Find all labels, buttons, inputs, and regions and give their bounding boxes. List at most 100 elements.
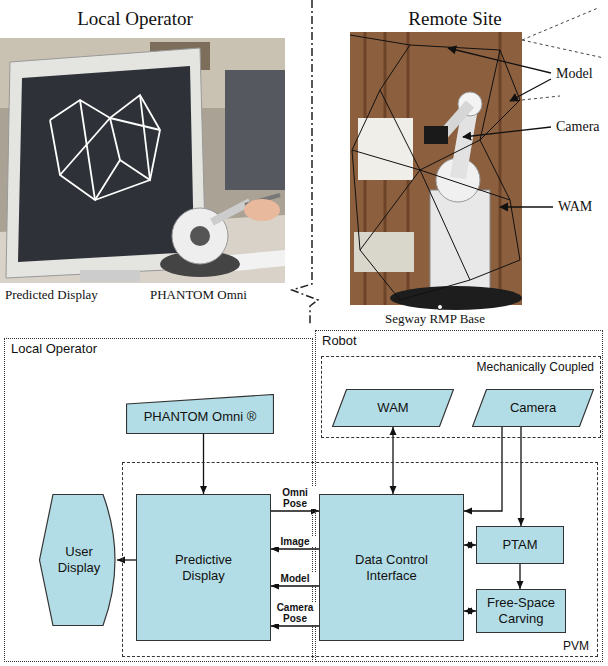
coupled-group: Mechanically CoupledWAM Camera: [321, 356, 601, 438]
model-extension-part: [522, 40, 604, 58]
display-shape: User Display: [39, 494, 117, 626]
leader-lines-part: [500, 206, 553, 207]
connector: [517, 564, 524, 589]
operator-photo-part: [190, 226, 210, 246]
node-label: Data Control Interface: [344, 552, 439, 584]
arrowhead: [464, 508, 472, 515]
illustration-part-part: [480, 50, 500, 140]
robot-photo-part: [358, 118, 413, 180]
operator-photo-part: [0, 38, 285, 283]
operator-photo-part: [212, 202, 250, 222]
illustration-part-part: [110, 118, 160, 130]
robot-photo-part: [390, 286, 522, 310]
hardware-parallelogram: Camera: [472, 389, 594, 427]
illustration-part-part: [360, 170, 420, 250]
illustration-part-part: [140, 95, 150, 180]
illustration-part-part: [110, 118, 120, 160]
model-extension-part: [522, 96, 560, 100]
node-outline-path: [333, 390, 454, 427]
illustration-part-part: [95, 180, 150, 200]
process-box: PTAM: [476, 526, 564, 564]
robot-photo-part: [438, 305, 443, 310]
operator-photo-part: [244, 199, 280, 221]
robot-photo-part: [350, 32, 522, 305]
figure-label: Remote Site: [408, 8, 501, 30]
group-heading: Robot: [322, 333, 357, 348]
group-heading: Mechanically Coupled: [477, 360, 594, 374]
arrowhead: [117, 557, 125, 564]
figure-label: WAM: [558, 199, 592, 215]
connector-line: [520, 427, 521, 526]
robot-photo: [350, 32, 522, 310]
illustration-part-part: [380, 90, 420, 170]
section-divider: [292, 0, 318, 326]
illustration-part-part: [352, 140, 480, 170]
illustration-part-part: [350, 35, 520, 300]
robot-photo-part: [430, 190, 490, 295]
hardware-parallelogram: WAM: [332, 389, 454, 427]
node-label: Camera: [510, 400, 556, 416]
arrowhead: [518, 518, 525, 526]
figure-label: Model: [556, 66, 593, 82]
operator-photo-part: [225, 70, 285, 190]
signal-label: Model: [274, 573, 316, 584]
operator-photo-part: [80, 270, 140, 282]
process-box: Data Control Interface: [319, 494, 464, 641]
illustration-part: [350, 35, 520, 300]
figure-label: Segway RMP Base: [385, 311, 485, 327]
node-label: PTAM: [502, 537, 537, 553]
signal-label: Omni Pose: [274, 487, 316, 509]
illustration-part-part: [499, 32, 502, 305]
figure-label: PHANTOM Omni: [150, 287, 247, 303]
node-label: WAM: [377, 400, 408, 416]
robot-photo-part: [354, 232, 414, 272]
arrowhead: [517, 581, 524, 589]
leader-lines: [448, 48, 553, 207]
connector: [200, 434, 207, 494]
figure-label: Camera: [556, 119, 600, 135]
node-label: PHANTOM Omni ®: [144, 409, 257, 425]
arrowhead: [464, 542, 472, 549]
connector: [464, 608, 476, 615]
figure-label: Local Operator: [77, 8, 193, 30]
arrowhead: [464, 608, 472, 615]
connector-line: [464, 427, 502, 511]
signal-label: Image: [274, 536, 316, 547]
node-outline-path: [127, 395, 274, 434]
connector: [117, 557, 136, 564]
illustration-part: [50, 95, 160, 200]
operator-photo: [0, 38, 285, 283]
group-heading: Local Operator: [11, 341, 97, 356]
illustration-part-part: [60, 118, 110, 175]
model-extension-part: [522, 8, 598, 40]
robot-photo-part: [424, 126, 448, 144]
arrowhead: [390, 427, 397, 435]
leader-lines-part: [510, 79, 551, 101]
signal-label: Camera Pose: [274, 602, 316, 624]
connector-line: [203, 434, 204, 494]
node-label: Free-Space Carving: [483, 595, 559, 627]
illustration-part-part: [50, 95, 160, 200]
node-label: Predictive Display: [164, 552, 244, 584]
connector: [464, 427, 502, 515]
input-device-box: PHANTOM Omni ®: [126, 394, 274, 434]
illustration-part-part: [420, 170, 470, 280]
arrowhead: [390, 486, 397, 494]
figure-label: Predicted Display: [5, 287, 98, 303]
node-outline-path: [473, 390, 594, 427]
section-divider-part: [292, 0, 318, 326]
leader-lines-part: [448, 48, 551, 73]
connector: [464, 542, 476, 549]
process-box: Free-Space Carving: [476, 589, 566, 633]
model-extension: [522, 8, 604, 100]
node-label: User Display: [53, 544, 105, 576]
illustration-part-part: [420, 170, 510, 200]
connector: [518, 427, 525, 526]
process-box: Predictive Display: [136, 494, 271, 641]
pvm-group: PVM Predictive Display Data Control Interf…: [122, 462, 598, 657]
operator-photo-part: [18, 66, 194, 262]
leader-lines-part: [463, 127, 551, 137]
group-heading: PVM: [563, 639, 589, 653]
arrowhead: [200, 486, 207, 494]
